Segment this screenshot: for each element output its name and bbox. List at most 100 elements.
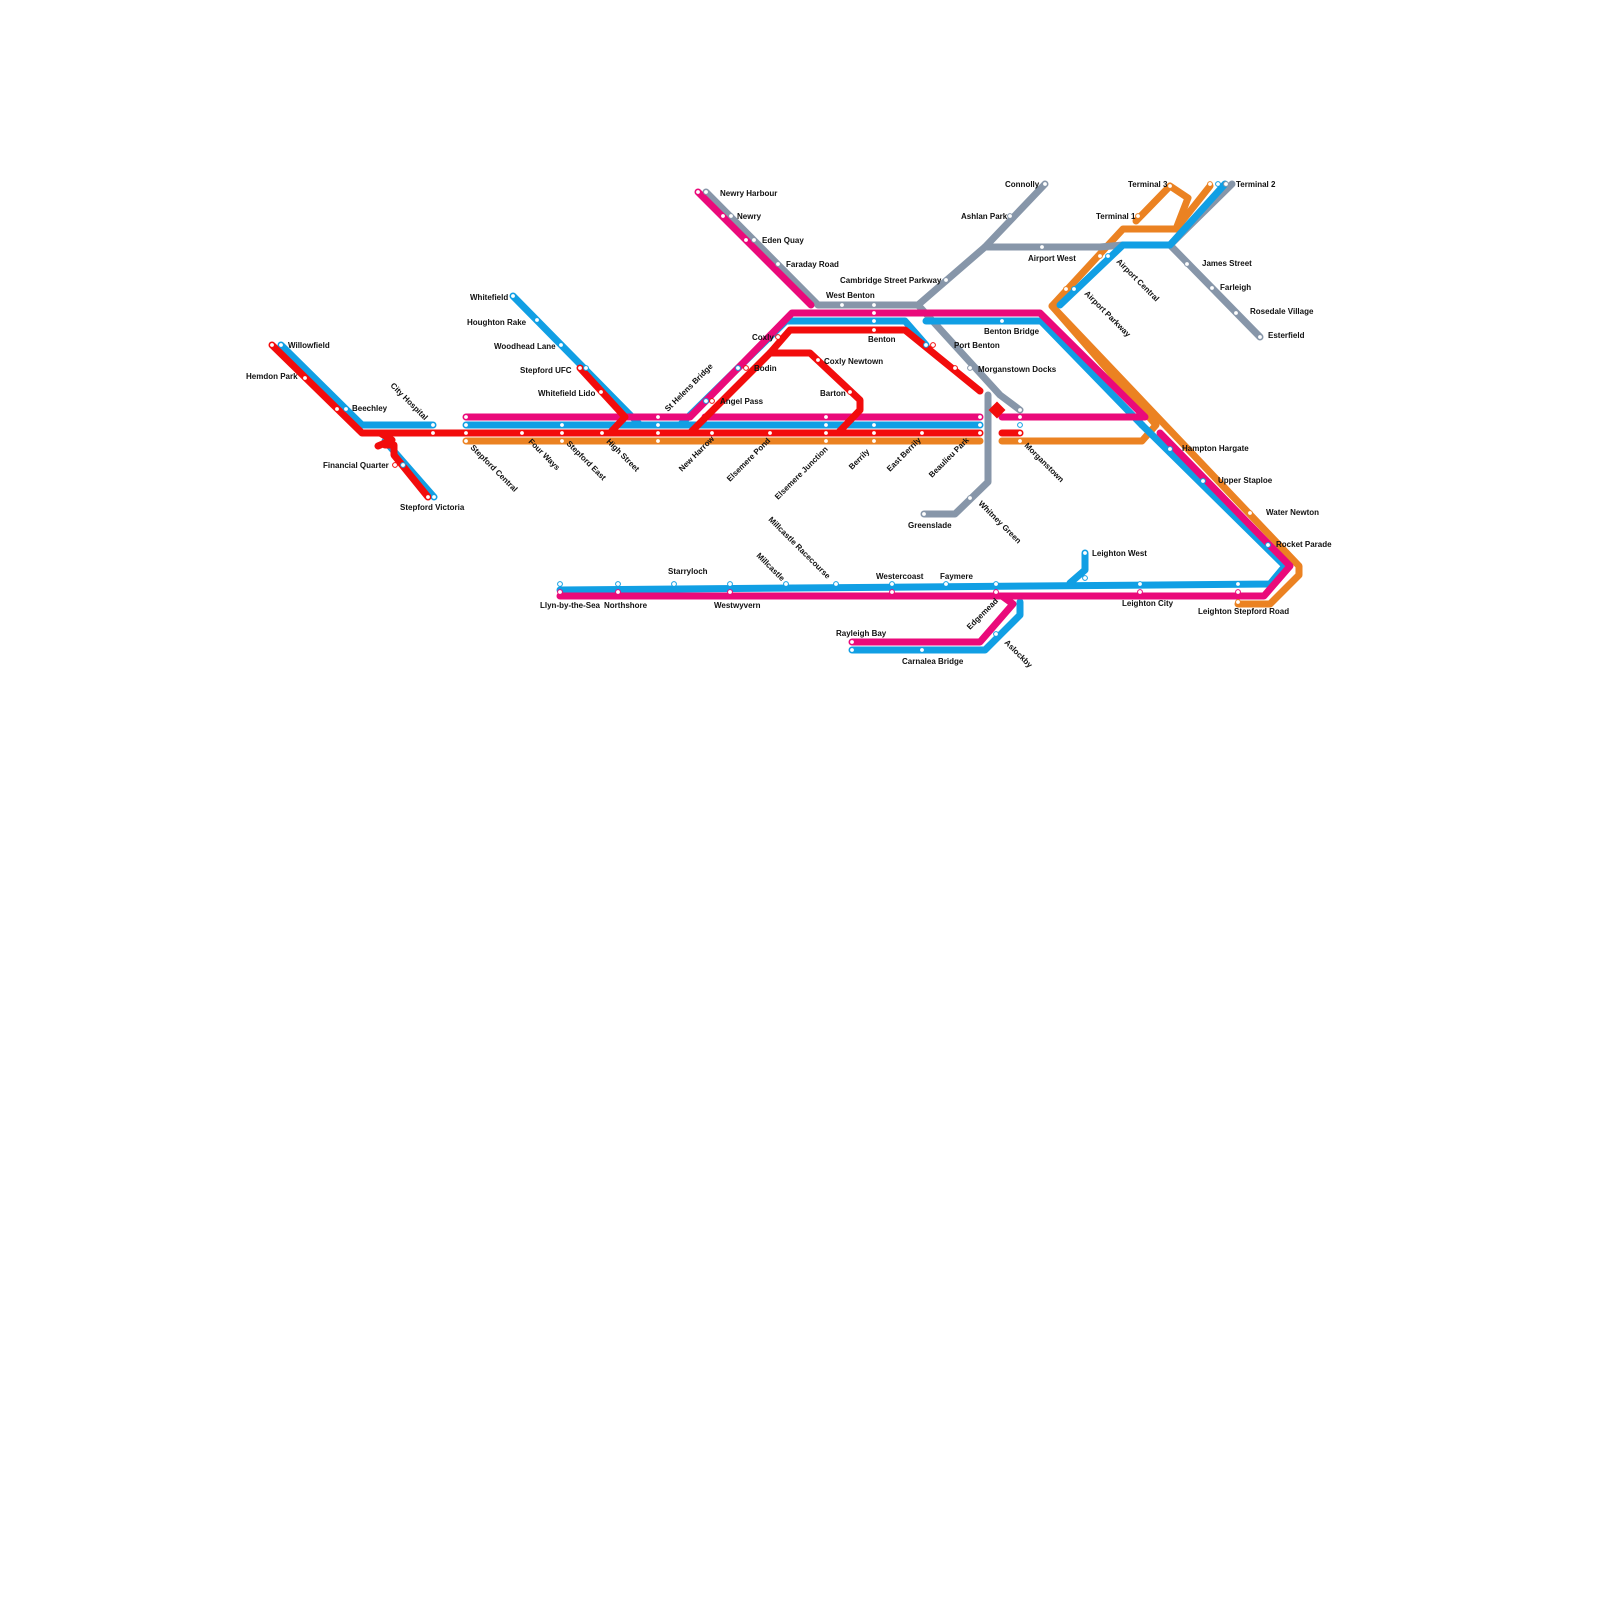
station-label-city-hospital[interactable]: City Hospital [389, 381, 430, 422]
station-label-coxly[interactable]: Coxly [752, 333, 774, 342]
station-marker-james-street[interactable] [1184, 261, 1190, 267]
station-marker-beaulieu-park[interactable] [977, 414, 983, 420]
station-label-terminal-2[interactable]: Terminal 2 [1236, 180, 1276, 189]
station-marker-angel-pass[interactable] [703, 398, 709, 404]
station-marker-greenslade[interactable] [921, 511, 927, 517]
station-marker-west-benton[interactable] [839, 302, 845, 308]
station-marker-whitney-green[interactable] [967, 495, 973, 501]
station-marker-stepford-east[interactable] [559, 422, 565, 428]
station-marker-port-benton[interactable] [930, 342, 936, 348]
station-label-rosedale-village[interactable]: Rosedale Village [1250, 307, 1314, 316]
station-marker-stepford-central[interactable] [463, 414, 469, 420]
station-marker-water-newton[interactable] [1247, 510, 1253, 516]
station-marker-airport-west[interactable] [1039, 244, 1045, 250]
station-marker-houghton-rake[interactable] [534, 317, 540, 323]
station-marker-city-hospital[interactable] [430, 422, 436, 428]
station-label-llyn-by-the-sea[interactable]: Llyn-by-the-Sea [540, 601, 601, 610]
station-marker-benton[interactable] [871, 327, 877, 333]
station-label-faymere[interactable]: Faymere [940, 572, 973, 581]
station-label-ashlan-park[interactable]: Ashlan Park [961, 212, 1008, 221]
station-marker-esterfield[interactable] [1257, 334, 1263, 340]
station-marker-beaulieu-park[interactable] [977, 430, 983, 436]
station-marker-cambridge-street-parkway[interactable] [943, 277, 949, 283]
station-marker-whitefield[interactable] [510, 293, 516, 299]
station-marker-faraday-road[interactable] [775, 261, 781, 267]
station-label-james-street[interactable]: James Street [1202, 259, 1252, 268]
station-marker-morganstown[interactable] [1017, 414, 1023, 420]
station-marker-elsemere-junction[interactable] [823, 422, 829, 428]
station-marker-rocket-parade[interactable] [1265, 542, 1271, 548]
station-label-whitney-green[interactable]: Whitney Green [977, 499, 1023, 545]
station-marker-stepford-central[interactable] [463, 430, 469, 436]
station-marker-city-hospital[interactable] [430, 430, 436, 436]
station-marker-airport-parkway[interactable] [1071, 286, 1077, 292]
station-label-whitefield-lido[interactable]: Whitefield Lido [538, 389, 595, 398]
station-marker-stepford-ufc[interactable] [583, 365, 589, 371]
station-label-hemdon-park[interactable]: Hemdon Park [246, 372, 298, 381]
station-marker-barton[interactable] [847, 389, 853, 395]
station-label-farleigh[interactable]: Farleigh [1220, 283, 1251, 292]
station-label-benton[interactable]: Benton [868, 335, 896, 344]
station-marker-high-street[interactable] [599, 430, 605, 436]
station-marker-leighton-stepford-road[interactable] [1235, 581, 1241, 587]
station-label-bodin[interactable]: Bodin [754, 364, 777, 373]
station-marker-benton[interactable] [871, 310, 877, 316]
station-label-airport-west[interactable]: Airport West [1028, 254, 1076, 263]
station-marker-coxly[interactable] [775, 334, 781, 340]
station-label-willowfield[interactable]: Willowfield [288, 341, 330, 350]
station-label-rocket-parade[interactable]: Rocket Parade [1276, 540, 1332, 549]
station-label-coxly-newtown[interactable]: Coxly Newtown [824, 357, 883, 366]
station-marker-whitefield-lido[interactable] [598, 389, 604, 395]
station-marker-edgemead[interactable] [993, 589, 999, 595]
station-label-airport-parkway[interactable]: Airport Parkway [1083, 289, 1133, 339]
station-marker-benton[interactable] [871, 302, 877, 308]
station-marker-hampton-hargate[interactable] [1167, 446, 1173, 452]
station-marker-leighton-west[interactable] [1082, 575, 1088, 581]
station-marker-morganstown-docks[interactable] [967, 365, 973, 371]
station-marker-upper-staploe[interactable] [1200, 478, 1206, 484]
station-marker-stepford-east[interactable] [559, 430, 565, 436]
station-marker-newry[interactable] [720, 213, 726, 219]
station-marker-millcastle-racecourse[interactable] [833, 581, 839, 587]
station-marker-rosedale-village[interactable] [1233, 310, 1239, 316]
station-label-westercoast[interactable]: Westercoast [876, 572, 924, 581]
station-marker-leighton-west[interactable] [1082, 550, 1088, 556]
station-marker-westercoast[interactable] [889, 589, 895, 595]
station-marker-llyn-by-the-sea[interactable] [557, 589, 563, 595]
station-label-esterfield[interactable]: Esterfield [1268, 331, 1305, 340]
station-label-eden-quay[interactable]: Eden Quay [762, 236, 804, 245]
station-marker-newry-harbour[interactable] [695, 189, 701, 195]
station-label-houghton-rake[interactable]: Houghton Rake [467, 318, 527, 327]
station-label-berrily[interactable]: Berrily [847, 447, 872, 472]
station-marker-terminal-2[interactable] [1223, 181, 1229, 187]
station-marker-westwyvern[interactable] [727, 581, 733, 587]
station-marker-eden-quay[interactable] [751, 237, 757, 243]
station-marker-leighton-city[interactable] [1137, 581, 1143, 587]
station-marker-elsemere-junction[interactable] [823, 414, 829, 420]
station-marker-st-helens-bridge[interactable] [655, 430, 661, 436]
station-marker-berrily[interactable] [871, 430, 877, 436]
station-label-hampton-hargate[interactable]: Hampton Hargate [1182, 444, 1249, 453]
station-marker-elsemere-junction[interactable] [823, 430, 829, 436]
station-marker-st-helens-bridge[interactable] [655, 422, 661, 428]
station-marker-benton-bridge[interactable] [999, 318, 1005, 324]
station-marker-morganstown-docks[interactable] [952, 365, 958, 371]
station-label-leighton-west[interactable]: Leighton West [1092, 549, 1147, 558]
station-label-west-benton[interactable]: West Benton [826, 291, 875, 300]
station-label-stepford-victoria[interactable]: Stepford Victoria [400, 503, 465, 512]
station-marker-berrily[interactable] [871, 422, 877, 428]
station-label-benton-bridge[interactable]: Benton Bridge [984, 327, 1040, 336]
station-marker-morganstown[interactable] [1017, 422, 1023, 428]
station-marker-financial-quarter[interactable] [400, 462, 406, 468]
station-marker-terminal-3[interactable] [1167, 183, 1173, 189]
station-label-airport-central[interactable]: Airport Central [1115, 257, 1161, 303]
station-marker-ashlan-park[interactable] [1007, 213, 1013, 219]
station-marker-four-ways[interactable] [519, 430, 525, 436]
station-marker-beechley[interactable] [343, 406, 349, 412]
station-marker-terminal-2[interactable] [1207, 181, 1213, 187]
station-label-terminal-3[interactable]: Terminal 3 [1128, 180, 1168, 189]
station-label-water-newton[interactable]: Water Newton [1266, 508, 1319, 517]
station-label-elsemere-junction[interactable]: Elsemere Junction [773, 445, 830, 502]
station-marker-willowfield[interactable] [278, 342, 284, 348]
station-marker-morganstown[interactable] [1017, 407, 1023, 413]
